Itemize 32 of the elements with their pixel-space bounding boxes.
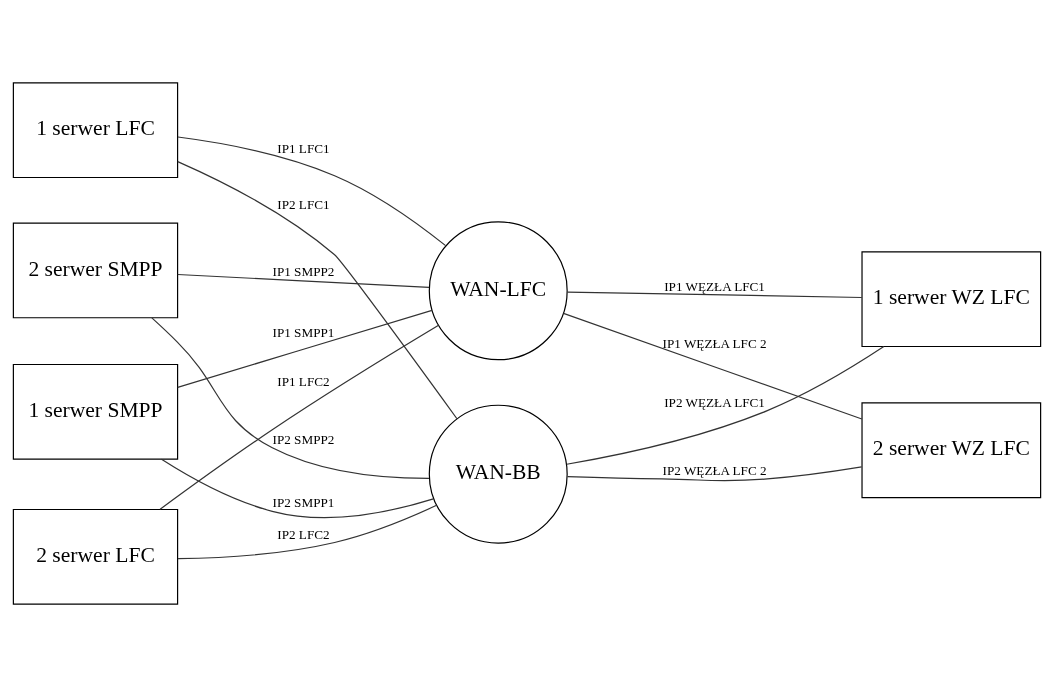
edge-label: IP2 SMPP2 (272, 431, 335, 447)
connector (159, 324, 440, 510)
connector (566, 345, 885, 465)
edge-label: IP2 LFC2 (277, 526, 330, 542)
connector (566, 290, 863, 298)
edge-label: IP2 WĘZŁA LFC 2 (662, 462, 767, 478)
edge-label: IP1 SMPP2 (272, 263, 335, 279)
connector (177, 160, 458, 419)
connector (151, 316, 430, 479)
node-box: 1 serwer SMPP (12, 363, 179, 460)
edge-label: IP1 LFC2 (277, 373, 330, 389)
connector (160, 458, 434, 518)
connector (177, 273, 430, 288)
connector (562, 312, 863, 420)
edge-label: IP1 WĘZŁA LFC1 (664, 278, 765, 294)
edge-label: IP1 LFC1 (277, 140, 330, 156)
node-box: 2 serwer WZ LFC (861, 401, 1042, 498)
connector (566, 465, 863, 481)
edge-label: IP2 LFC1 (277, 196, 330, 212)
edge-label: IP1 SMPP1 (272, 324, 335, 340)
node-box: 2 serwer SMPP (12, 221, 179, 318)
edge-label: IP2 SMPP1 (272, 494, 335, 510)
connector (177, 504, 438, 559)
node-circle: WAN-BB (428, 404, 568, 544)
connector (177, 309, 433, 388)
node-box: 1 serwer WZ LFC (861, 250, 1042, 347)
edge-label: IP1 WĘZŁA LFC 2 (662, 335, 767, 351)
node-box: 2 serwer LFC (12, 508, 179, 605)
node-box: 1 serwer LFC (12, 81, 179, 178)
node-circle: WAN-LFC (428, 220, 568, 360)
connector (177, 135, 447, 246)
edge-label: IP2 WĘZŁA LFC1 (664, 394, 765, 410)
